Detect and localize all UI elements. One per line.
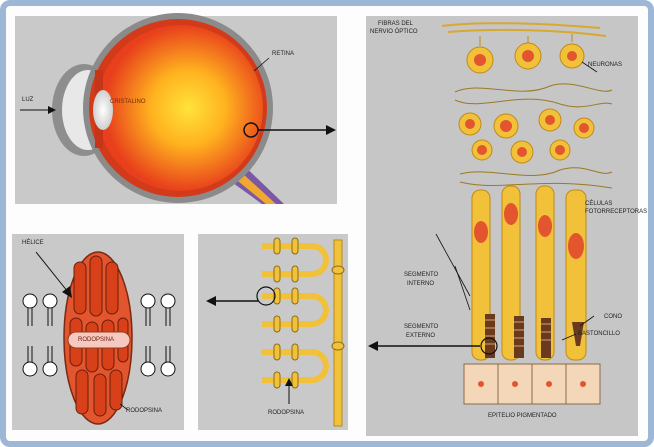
label-segmento-externo-2: EXTERNO: [406, 333, 435, 339]
arrow-to-membrane-icon: [368, 341, 378, 351]
label-rodopsina-mid: RODOPSINA: [268, 410, 304, 416]
label-cristalino: CRISTALINO: [110, 99, 146, 105]
label-helice: HÉLICE: [22, 240, 44, 246]
eyeball-interior: [97, 25, 263, 191]
label-epitelio: EPITELIO PIGMENTADO: [488, 413, 557, 419]
eye-diagram: [20, 13, 336, 204]
label-celulas: CÉLULAS: [585, 201, 612, 207]
arrow-to-retina-icon: [326, 125, 336, 135]
label-segmento-interno-1: SEGMENTO: [404, 272, 438, 278]
label-segmento-interno-2: INTERNO: [407, 281, 434, 287]
label-neuronas: NEURONAS: [588, 62, 622, 68]
label-segmento-externo-1: SEGMENTO: [404, 324, 438, 330]
label-nervio: NERVIO ÓPTICO: [370, 29, 418, 35]
label-fotorreceptoras: FOTORRECEPTORAS: [585, 209, 647, 215]
lens: [93, 90, 113, 130]
label-luz: LUZ: [22, 97, 33, 103]
label-fibras: FIBRAS DEL: [378, 21, 413, 27]
pigment-epithelium: [464, 364, 600, 404]
retina-diagram: [368, 23, 612, 404]
label-retina: RETINA: [272, 51, 294, 57]
label-rodopsina-right: RODOPSINA: [126, 408, 162, 414]
label-cono: CONO: [604, 314, 622, 320]
arrow-to-rhodopsin-icon: [206, 296, 216, 306]
label-rodopsina-center: RODOPSINA: [78, 337, 114, 343]
disc-membranes: [206, 238, 344, 426]
label-bastoncillo: BASTONCILLO: [578, 331, 620, 337]
